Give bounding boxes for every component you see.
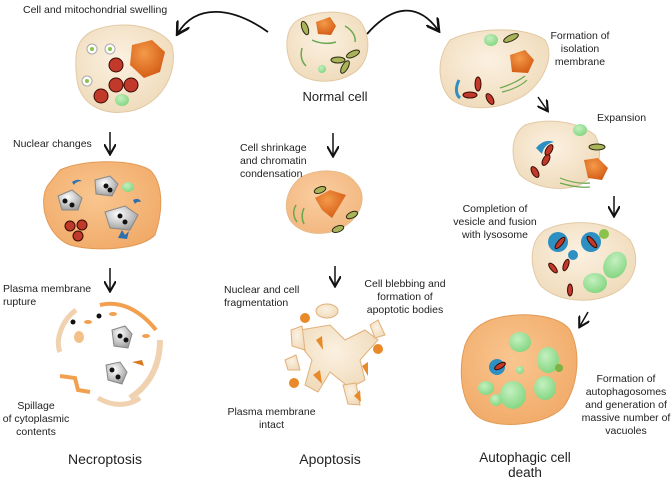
label-lysosome-fusion: Completion of vesicle and fusion with ly… xyxy=(453,203,537,241)
autophagic-cell xyxy=(460,314,578,425)
title-autophagic-cell-death: Autophagic cell death xyxy=(479,450,571,480)
label-expansion: Expansion xyxy=(597,112,647,124)
label-nuclear-changes: Nuclear changes xyxy=(13,138,92,150)
nuclear-changes-cell xyxy=(43,161,162,250)
label-membrane-rupture: Plasma membrane rupture xyxy=(3,283,92,308)
shrunken-cell xyxy=(285,170,363,234)
isolation-membrane-cell xyxy=(439,29,550,109)
label-isolation-membrane: Formation of isolation membrane xyxy=(550,30,610,68)
label-membrane-intact: Plasma membrane intact xyxy=(227,406,316,431)
expansion-cell xyxy=(512,120,608,189)
label-cell-swelling: Cell and mitochondrial swelling xyxy=(23,4,168,16)
label-cell-blebbing: Cell blebbing and formation of apoptotic… xyxy=(364,278,446,316)
lysosome-fusion-cell xyxy=(531,222,637,301)
arrow-to-autophagy xyxy=(366,9,438,35)
title-necroptosis: Necroptosis xyxy=(68,451,142,467)
arrow-auto-1 xyxy=(538,96,547,110)
swollen-cell xyxy=(75,24,174,113)
label-autophagosomes: Formation of autophagosomes and generati… xyxy=(581,373,671,437)
label-normal-cell: Normal cell xyxy=(302,89,368,104)
arrow-auto-3 xyxy=(580,311,588,326)
arrow-to-necroptosis xyxy=(178,11,269,33)
label-spillage: Spillage of cytoplasmic contents xyxy=(2,400,70,438)
label-cell-shrinkage: Cell shrinkage and chromatin condensatio… xyxy=(240,142,307,180)
ruptured-cell xyxy=(55,301,163,407)
title-apoptosis: Apoptosis xyxy=(299,451,361,467)
label-nuclear-fragmentation: Nuclear and cell fragmentation xyxy=(224,284,300,309)
normal-cell xyxy=(286,11,369,82)
fragmented-cell xyxy=(284,303,386,406)
